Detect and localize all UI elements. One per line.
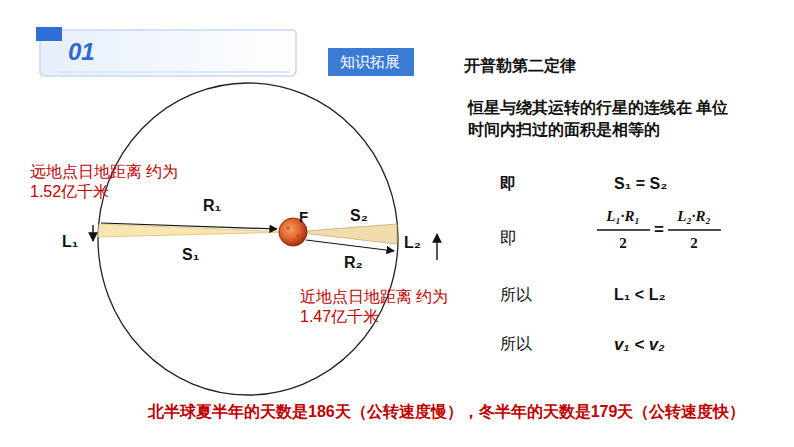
aphelion-note: 远地点日地距离 约为1.52亿千米 <box>30 162 180 202</box>
fraction-bar <box>597 229 650 231</box>
slide-title: 开普勒第二定律 <box>464 56 576 76</box>
inequality: v₁ < v₂ <box>614 334 665 355</box>
prefix-word: 所以 <box>500 334 532 354</box>
sun-spot <box>286 226 290 230</box>
bottom-note: 北半球夏半年的天数是186天（公转速度慢），冬半年的天数是179天（公转速度快） <box>148 402 745 422</box>
area-label: S₂ <box>350 206 368 226</box>
header-panel <box>40 30 296 76</box>
fraction-denominator: 2 <box>690 234 698 253</box>
law-statement: 恒星与绕其运转的行星的连线在 单位时间内扫过的面积是相等的 <box>468 97 730 142</box>
arc-label: L₂ <box>404 233 421 253</box>
equation: S₁ = S₂ <box>614 174 667 194</box>
header-line <box>60 71 290 73</box>
fraction-denominator: 2 <box>619 234 627 253</box>
sector-s1 <box>98 224 293 237</box>
equals-sign: = <box>654 219 664 240</box>
inequality: L₁ < L₂ <box>614 285 666 305</box>
motion-arrow-l2 <box>436 234 437 260</box>
prefix-word: 即 <box>500 228 517 249</box>
radius-arrow-r2 <box>306 240 394 251</box>
section-number-box: 01 <box>62 36 103 69</box>
focus-label: F <box>299 208 308 227</box>
area-label: S₁ <box>182 245 199 265</box>
radius-label: R₂ <box>344 253 363 273</box>
radius-arrow-r1 <box>101 223 277 229</box>
perihelion-note: 近地点日地距离 约为1.47亿千米 <box>300 287 450 327</box>
fraction-numerator: L₂·R₂ <box>677 207 710 226</box>
header-accent <box>36 27 62 41</box>
sector-s2 <box>293 224 397 244</box>
box-text: 01 <box>68 38 97 67</box>
prefix-word: 即 <box>500 174 516 194</box>
fraction-numerator: L₁·R₁ <box>606 207 639 226</box>
radius-label: R₁ <box>203 196 221 216</box>
orbit-ellipse <box>98 83 398 395</box>
box-text: 知识拓展 <box>340 53 402 71</box>
sun-spot <box>296 234 299 237</box>
motion-arrow-l1 <box>92 225 93 241</box>
arc-label: L₁ <box>62 232 78 252</box>
topic-tag: 知识拓展 <box>328 48 414 76</box>
fraction-bar <box>668 229 721 231</box>
prefix-word: 所以 <box>500 285 532 305</box>
